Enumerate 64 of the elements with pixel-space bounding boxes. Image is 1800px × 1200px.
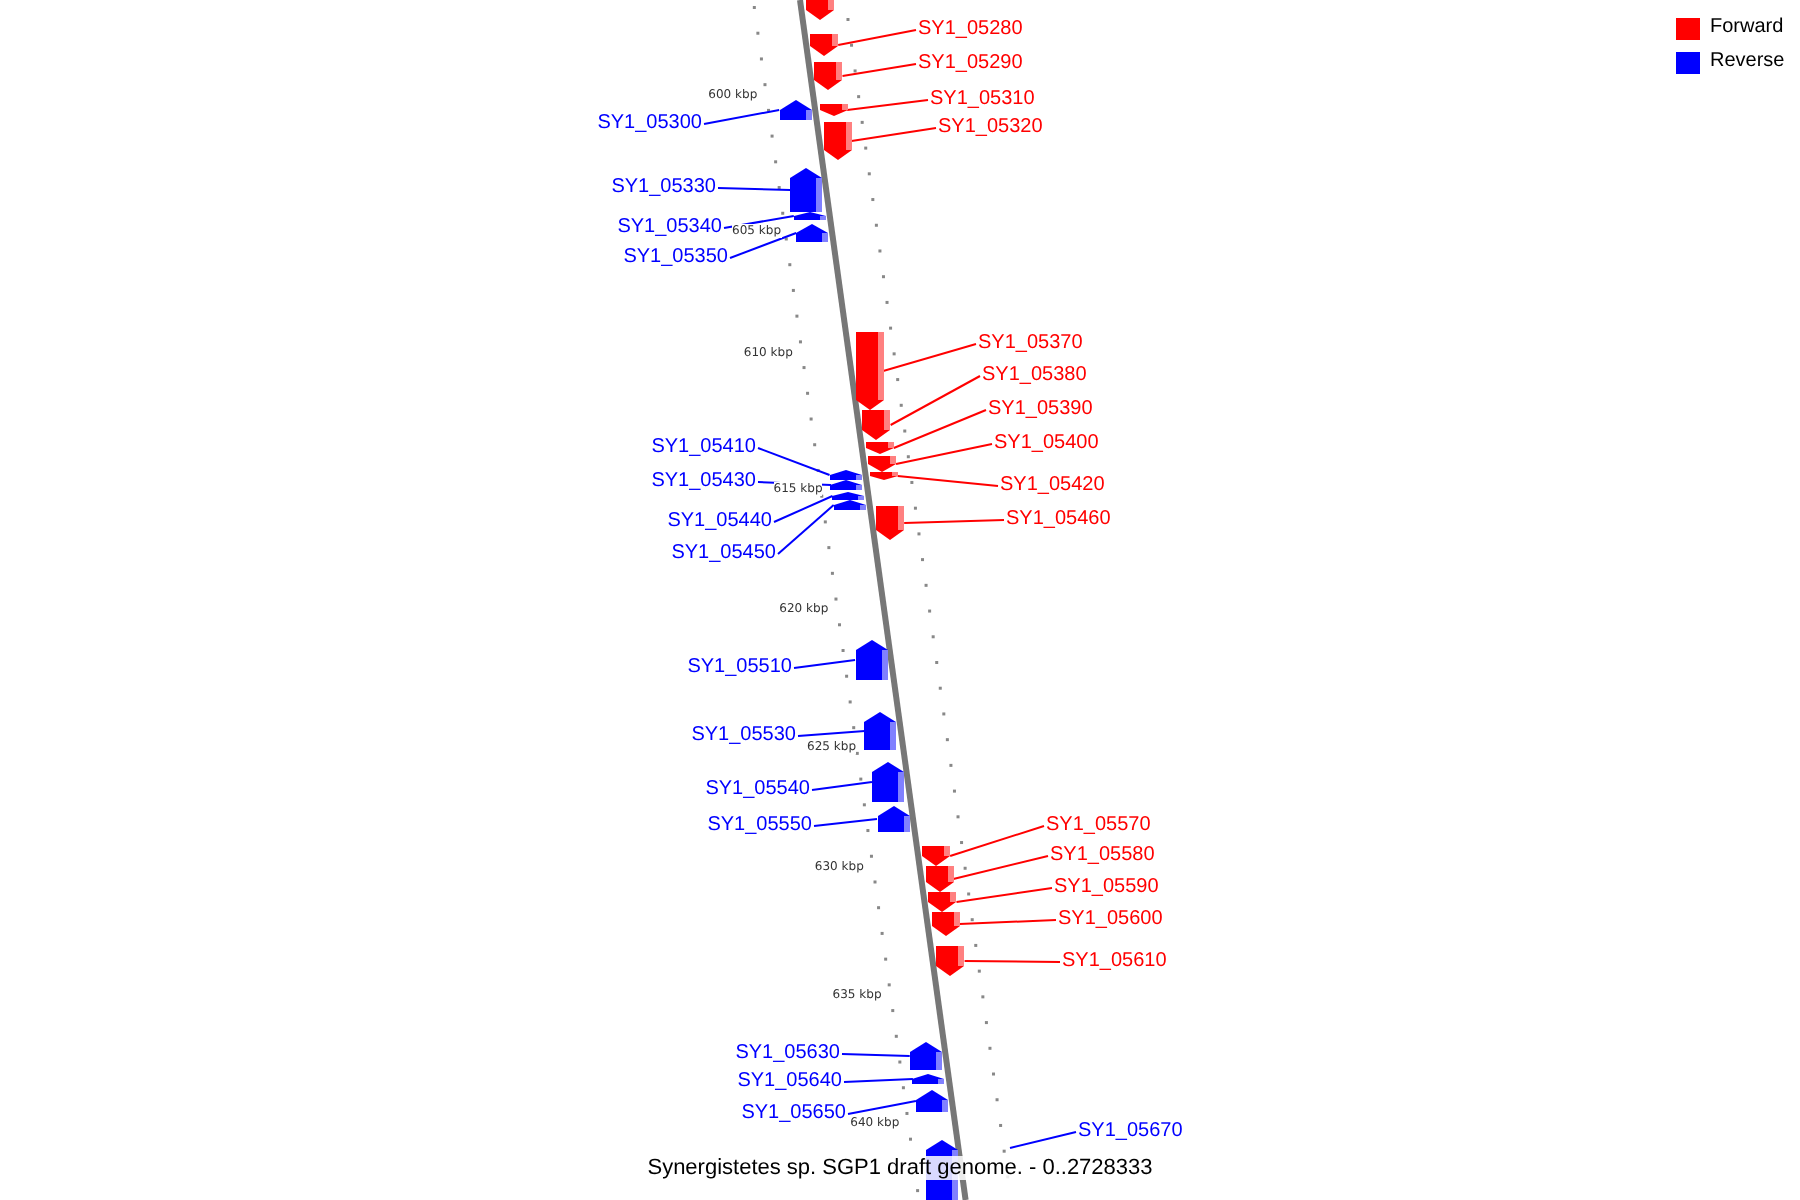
leader-line: [955, 887, 1053, 903]
gene-label: SY1_05630: [735, 1042, 840, 1066]
legend-label: Reverse: [1710, 50, 1785, 72]
gene-label: SY1_05600: [1058, 908, 1163, 932]
gene-label: SY1_05410: [651, 436, 756, 460]
gene-label: SY1_05570: [1046, 814, 1151, 838]
leader-line: [843, 1078, 914, 1083]
gene-label: SY1_05450: [671, 542, 776, 566]
leader-line: [797, 730, 866, 737]
gene-label: SY1_05580: [1050, 844, 1155, 868]
leader-line: [841, 63, 917, 77]
gene-label: SY1_05340: [617, 216, 722, 240]
leader-line: [837, 29, 917, 46]
leader-line: [846, 99, 929, 111]
leader-line: [703, 109, 781, 125]
leader-line: [757, 447, 831, 476]
gene-label: SY1_05370: [978, 332, 1083, 356]
leader-line: [841, 1053, 911, 1057]
gene-label: SY1_05640: [737, 1070, 842, 1094]
leader-line: [773, 495, 834, 523]
gene-label: SY1_05460: [1006, 508, 1111, 532]
gene-label: SY1_05350: [623, 246, 728, 270]
gene-label: SY1_05550: [707, 814, 812, 838]
gene-label: SY1_05540: [705, 778, 810, 802]
gene-label: SY1_05280: [918, 18, 1023, 42]
gene-label: SY1_05320: [938, 116, 1043, 140]
leader-line: [811, 781, 873, 791]
leader-line: [882, 343, 977, 372]
caption: Synergistetes sp. SGP1 draft genome. - 0..2728333: [647, 1156, 1153, 1180]
leader-line: [892, 409, 987, 449]
gene-label: SY1_05300: [597, 112, 702, 136]
leader-line: [958, 919, 1057, 925]
gene-label: SY1_05440: [667, 510, 772, 534]
gene-label: SY1_05430: [651, 470, 756, 494]
gene-label: SY1_05420: [1000, 474, 1105, 498]
gene-label: SY1_05290: [918, 52, 1023, 76]
leader-line: [963, 960, 1061, 963]
leader-line: [793, 659, 857, 669]
leader-line: [949, 825, 1045, 857]
gene-label: SY1_05380: [982, 364, 1087, 388]
leader-line: [729, 232, 798, 259]
gene-label: SY1_05510: [687, 656, 792, 680]
leader-line: [1009, 1131, 1077, 1149]
gene-label: SY1_05650: [741, 1102, 846, 1126]
leader-line: [847, 1100, 917, 1115]
gene-label: SY1_05590: [1054, 876, 1159, 900]
gene-label: SY1_05390: [988, 398, 1093, 422]
leader-line: [723, 215, 795, 229]
leader-line: [777, 504, 835, 555]
gene-label: SY1_05530: [691, 724, 796, 748]
leader-line: [896, 475, 999, 487]
gene-label: SY1_05400: [994, 432, 1099, 456]
leader-line: [903, 519, 1005, 524]
gene-label: SY1_05610: [1062, 950, 1167, 974]
legend-label: Forward: [1710, 16, 1784, 38]
leader-line: [850, 127, 937, 142]
gene-label: SY1_05330: [611, 176, 716, 200]
leader-line: [717, 187, 792, 191]
leader-line: [813, 818, 878, 827]
leader-line: [952, 855, 1049, 880]
leader-line: [895, 443, 993, 465]
leader-line: [889, 375, 981, 426]
gene-label: SY1_05310: [930, 88, 1035, 112]
gene-label: SY1_05670: [1078, 1120, 1183, 1144]
